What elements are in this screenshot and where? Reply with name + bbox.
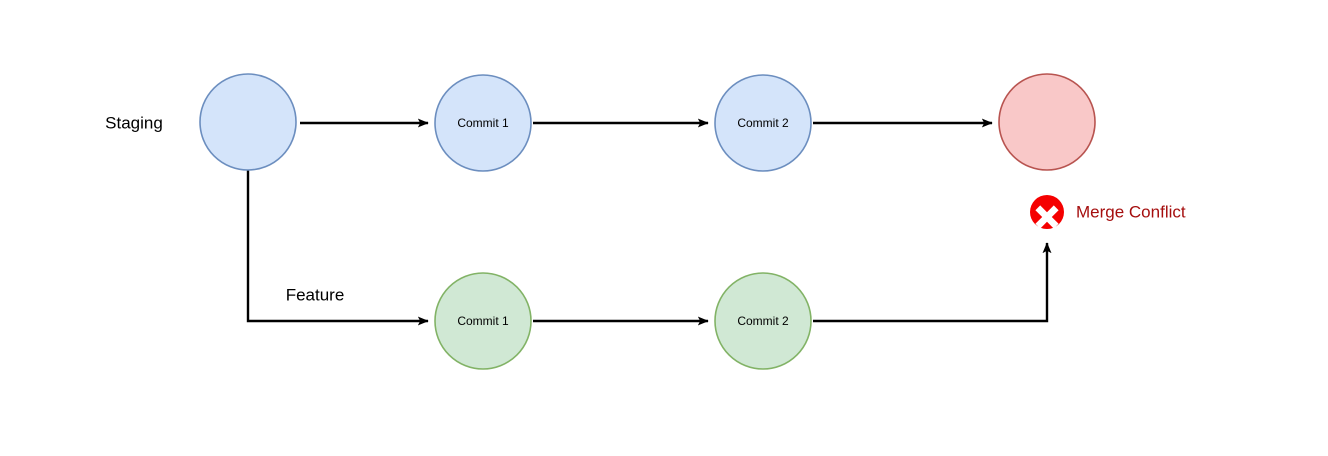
edge-group [246,118,1052,326]
node-circle[interactable] [434,272,532,370]
node-label: Commit 2 [737,116,789,130]
node-circle[interactable] [714,74,812,172]
node-circle[interactable] [434,74,532,172]
node-label: Commit 2 [737,314,789,328]
node-feature-commit-2[interactable]: Commit 2 [714,272,812,370]
node-circle[interactable] [199,73,297,171]
node-label: Commit 1 [457,314,509,328]
node-circle[interactable] [998,73,1096,171]
branch-label-feature: Feature [286,285,345,304]
error-x-icon[interactable] [1030,195,1064,229]
merge-conflict-marker[interactable]: Merge Conflict [1030,195,1186,229]
node-merge-target[interactable] [998,73,1096,171]
node-label: Commit 1 [457,116,509,130]
merge-conflict-label: Merge Conflict [1076,202,1186,221]
edge-branch-to-feature-commit1 [246,170,429,326]
node-feature-commit-1[interactable]: Commit 1 [434,272,532,370]
branch-label-staging: Staging [105,113,163,132]
node-staging-commit-1[interactable]: Commit 1 [434,74,532,172]
node-circle[interactable] [714,272,812,370]
node-staging-root[interactable] [199,73,297,171]
edge-feature-commit2-to-conflict [813,242,1052,323]
x-glyph-icon [1035,205,1059,229]
node-staging-commit-2[interactable]: Commit 2 [714,74,812,172]
